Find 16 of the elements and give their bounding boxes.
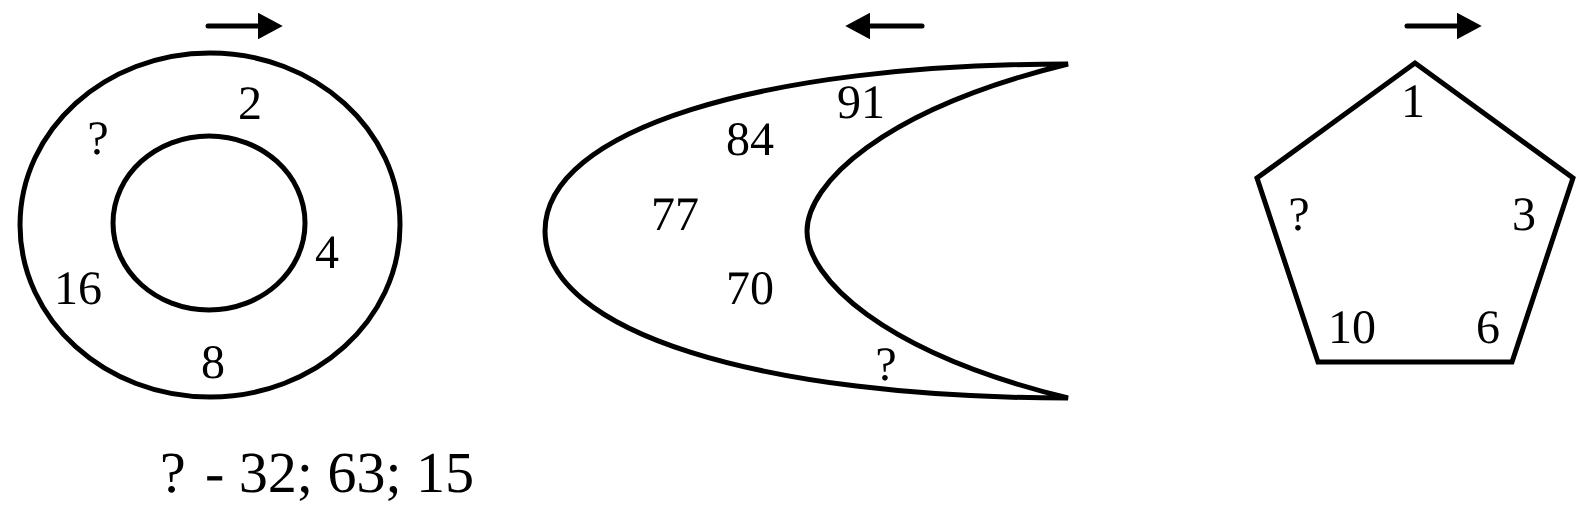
sequence-label: 70 xyxy=(729,272,773,305)
sequence-label: 84 xyxy=(727,123,774,156)
sequence-label: 77 xyxy=(654,198,698,230)
sequence-label: ? xyxy=(1290,198,1308,231)
sequence-label: 3 xyxy=(1514,198,1535,231)
sequence-label: ? xyxy=(89,122,107,155)
sequence-label: 91 xyxy=(838,86,883,119)
sequence-label: ? xyxy=(877,348,895,381)
sequence-label: 16 xyxy=(58,272,101,305)
sequence-label: 4 xyxy=(315,236,339,268)
sequence-label: 6 xyxy=(1478,311,1499,344)
sequence-label: 2 xyxy=(240,87,260,119)
sequence-label: 10 xyxy=(1332,311,1375,344)
sequence-label: 1 xyxy=(1405,85,1423,117)
answer-choices: ? - 32; 63; 15 xyxy=(162,453,472,501)
sequence-label: 8 xyxy=(202,346,224,379)
